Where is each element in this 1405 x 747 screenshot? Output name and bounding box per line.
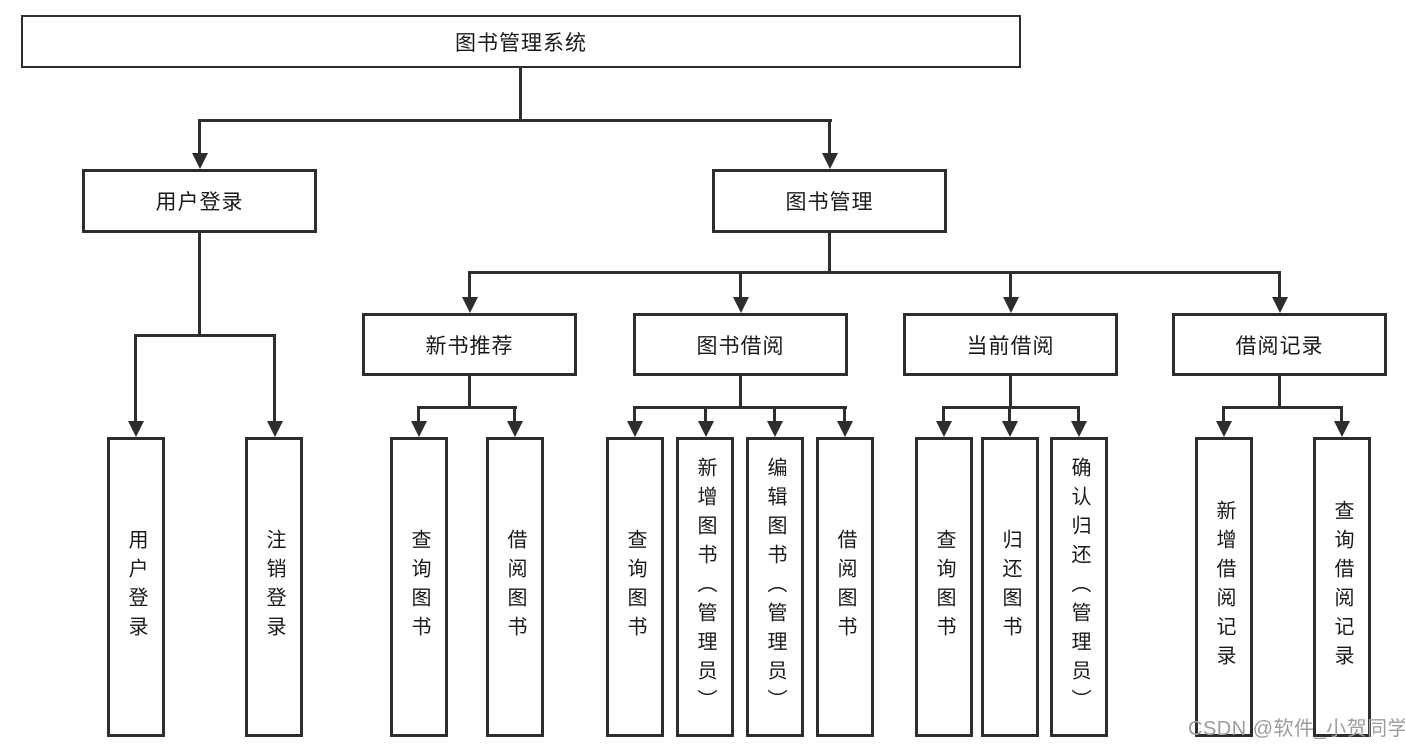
node-label: 图书管理 (785, 191, 874, 214)
leaf-nbr-borrow-books: 借阅图书 (486, 437, 544, 737)
connector-branch-book-borrowing (633, 406, 847, 409)
leaf-label: 注销登录 (263, 529, 285, 645)
connector-drop-br-add (1215, 406, 1232, 437)
node-current-borrowing: 当前借阅 (903, 313, 1118, 376)
connector-stem-user-login (198, 232, 201, 337)
node-new-book-recommend: 新书推荐 (362, 313, 577, 376)
connector-drop-nbr-query (410, 406, 427, 437)
connector-drop-nbr-borrow (506, 406, 523, 437)
connector-drop-bb-add (697, 406, 714, 437)
connector-drop-bb-query (626, 406, 643, 437)
leaf-label: 查询图书 (624, 529, 646, 645)
leaf-user-login: 用户登录 (107, 437, 165, 737)
connector-drop-cb-query (935, 406, 952, 437)
node-borrowing-records: 借阅记录 (1172, 313, 1387, 376)
connector-branch-user-login (134, 334, 276, 337)
leaf-bb-add-books-admin: 新增图书（管理员） (676, 437, 734, 737)
leaf-cb-confirm-return-admin: 确认归还（管理员） (1050, 437, 1108, 737)
node-user-login: 用户登录 (82, 169, 317, 233)
leaf-cb-return-books: 归还图书 (981, 437, 1039, 737)
node-book-management: 图书管理 (712, 169, 947, 233)
connector-drop-leaf-logout (266, 334, 283, 437)
node-label: 图书借阅 (696, 334, 785, 358)
node-label: 借阅记录 (1235, 334, 1324, 358)
connector-branch-borrowing-records (1222, 406, 1343, 409)
connector-drop-book-borrowing (732, 271, 749, 313)
connector-stem-root (519, 67, 522, 122)
leaf-label: 借阅图书 (834, 529, 856, 645)
node-label: 图书管理系统 (455, 31, 587, 55)
connector-drop-cb-return (1001, 406, 1018, 437)
leaf-label: 用户登录 (125, 529, 147, 645)
connector-stem-current-borrowing (1009, 375, 1012, 409)
leaf-bb-edit-books-admin: 编辑图书（管理员） (746, 437, 804, 737)
node-label: 新书推荐 (425, 334, 514, 358)
connector-drop-user-login (191, 119, 208, 169)
leaf-label: 查询借阅记录 (1331, 500, 1353, 674)
leaf-label: 借阅图书 (504, 529, 526, 645)
leaf-label: 归还图书 (999, 529, 1021, 645)
connector-branch-level1 (198, 119, 832, 122)
connector-drop-leaf-user-login (127, 334, 144, 437)
node-label: 用户登录 (155, 191, 244, 214)
leaf-bb-query-books: 查询图书 (606, 437, 664, 737)
connector-drop-book-management (821, 119, 838, 169)
connector-stem-book-borrowing (739, 375, 742, 409)
connector-drop-br-query (1333, 406, 1350, 437)
csdn-watermark: CSDN @软件_小贺同学 (1188, 718, 1405, 740)
connector-stem-borrowing-records (1278, 375, 1281, 409)
leaf-nbr-query-books: 查询图书 (390, 437, 448, 737)
leaf-bb-borrow-books: 借阅图书 (816, 437, 874, 737)
connector-drop-bb-borrow (836, 406, 853, 437)
node-label: 当前借阅 (966, 334, 1055, 358)
leaf-br-add-record: 新增借阅记录 (1195, 437, 1253, 737)
leaf-cb-query-books: 查询图书 (915, 437, 973, 737)
connector-drop-cb-confirm (1070, 406, 1087, 437)
leaf-br-query-record: 查询借阅记录 (1313, 437, 1371, 737)
connector-drop-new-book-recommend (461, 271, 478, 313)
leaf-label: 新增借阅记录 (1213, 500, 1235, 674)
connector-stem-book-management (828, 232, 831, 274)
connector-drop-bb-edit (766, 406, 783, 437)
connector-stem-new-book-recommend (468, 375, 471, 409)
leaf-label: 查询图书 (933, 529, 955, 645)
connector-branch-new-book-recommend (417, 406, 517, 409)
leaf-logout: 注销登录 (245, 437, 303, 737)
node-library-management-system: 图书管理系统 (21, 15, 1021, 68)
leaf-label: 新增图书（管理员） (694, 456, 716, 718)
leaf-label: 编辑图书（管理员） (764, 456, 786, 718)
leaf-label: 确认归还（管理员） (1068, 456, 1090, 718)
connector-drop-current-borrowing (1002, 271, 1019, 313)
connector-branch-level3 (468, 271, 1281, 274)
node-book-borrowing: 图书借阅 (633, 313, 848, 376)
connector-drop-borrowing-records (1271, 271, 1288, 313)
leaf-label: 查询图书 (408, 529, 430, 645)
